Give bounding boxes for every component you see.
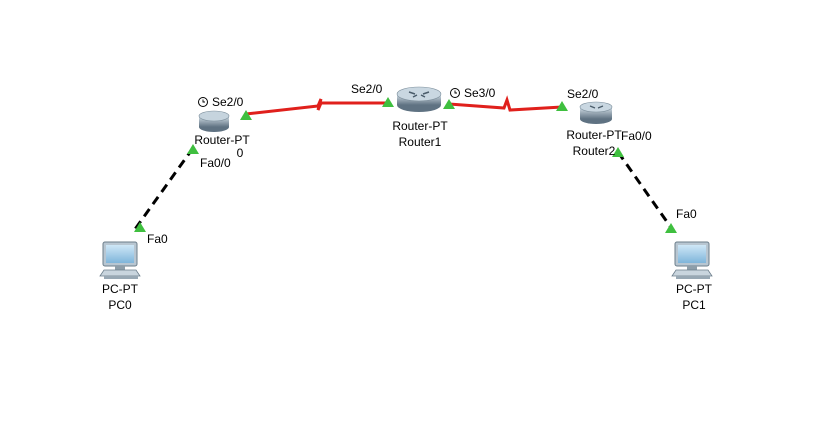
port-label-router0-se: Se2/0 [212, 95, 244, 109]
port-up-indicator [665, 223, 677, 233]
router1[interactable] [396, 86, 442, 112]
port-up-indicator [240, 110, 252, 120]
router0[interactable] [198, 110, 230, 132]
port-up-indicator [382, 97, 394, 107]
port-label-pc1-fa: Fa0 [676, 207, 697, 221]
device-name-pc0: PC0 [108, 298, 132, 312]
pc1[interactable] [671, 241, 713, 279]
device-name-pc1: PC1 [682, 298, 706, 312]
device-name-router0: 0 [237, 146, 244, 160]
ethernet-link-router2-pc1[interactable] [616, 151, 674, 230]
serial-link-router1-router2[interactable] [448, 95, 563, 112]
port-label-router2-fa: Fa0/0 [621, 129, 652, 143]
serial-link-router0-router1[interactable] [245, 98, 389, 116]
device-name-router2: Router2 [573, 144, 616, 158]
pc-icon [671, 241, 713, 279]
port-label-router0-fa: Fa0/0 [200, 156, 231, 170]
port-label-pc0-fa: Fa0 [147, 232, 168, 246]
device-type-router1: Router-PT [392, 119, 448, 133]
port-label-router1-se2: Se2/0 [351, 82, 383, 96]
clock-icon [198, 97, 208, 107]
device-type-pc0: PC-PT [102, 282, 139, 296]
device-name-router1: Router1 [399, 135, 442, 149]
port-label-router1-se3: Se3/0 [464, 86, 496, 100]
port-up-indicator [556, 101, 568, 111]
router2[interactable] [579, 101, 613, 124]
port-up-indicator [612, 147, 624, 157]
router-icon [198, 110, 230, 132]
port-up-indicator [443, 99, 455, 109]
pc0[interactable] [99, 241, 141, 279]
port-label-router2-se: Se2/0 [567, 87, 599, 101]
router-icon [396, 86, 442, 112]
clock-icon [450, 88, 460, 98]
pc-icon [99, 241, 141, 279]
port-up-indicator [187, 144, 199, 154]
device-type-router0: Router-PT [194, 133, 250, 147]
device-type-pc1: PC-PT [676, 282, 713, 296]
ethernet-link-router0-pc0[interactable] [131, 147, 195, 233]
port-up-indicator [134, 222, 146, 232]
router-icon [579, 101, 613, 124]
device-type-router2: Router-PT [566, 128, 622, 142]
